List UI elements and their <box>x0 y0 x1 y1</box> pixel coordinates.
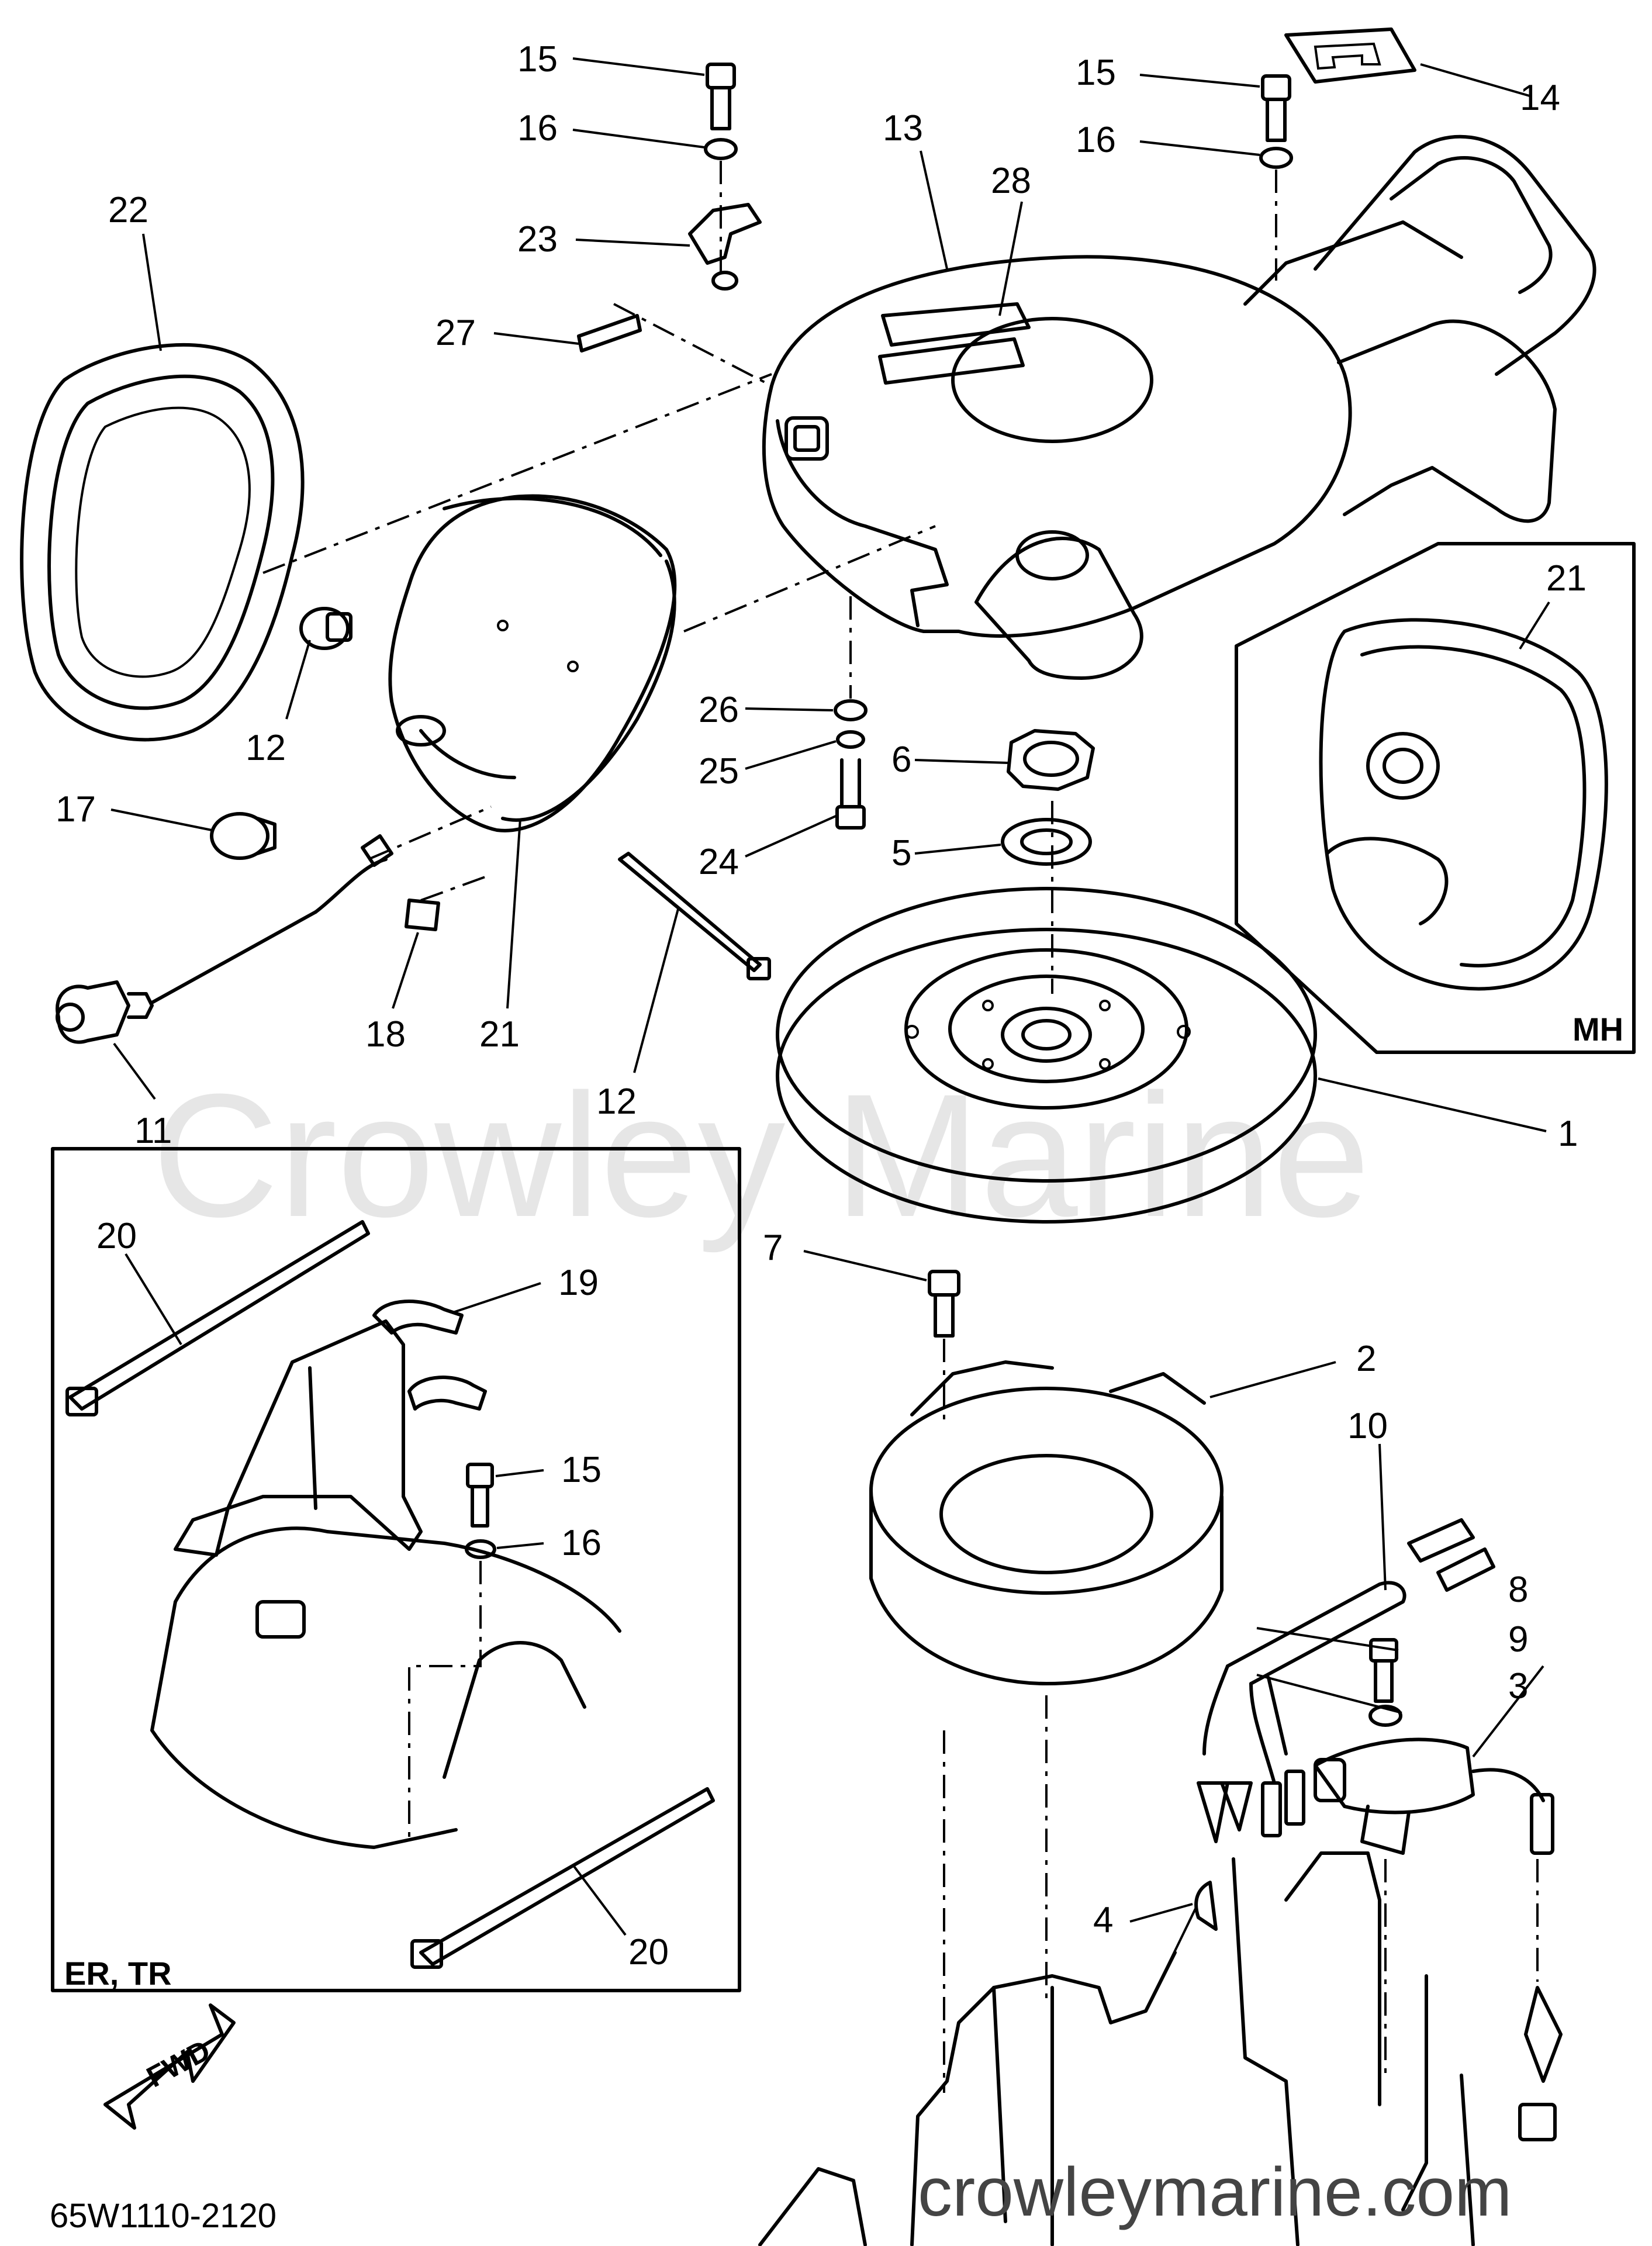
callout-14: 14 <box>1520 78 1560 118</box>
watermark-url: crowleymarine.com <box>918 2154 1512 2231</box>
woodruff-key-4 <box>1194 1881 1218 1931</box>
callout-20: 20 <box>96 1216 137 1256</box>
inset-er-tr: ER, TR <box>51 1147 741 1992</box>
callout-16-inset: 16 <box>561 1523 602 1563</box>
callout-5: 5 <box>891 833 911 873</box>
leader-lines <box>110 57 1550 2012</box>
callout-13: 13 <box>883 108 923 148</box>
callout-2: 2 <box>1356 1339 1376 1379</box>
washer-26 <box>834 699 868 721</box>
callout-15-right: 15 <box>1076 53 1116 93</box>
pulser-coil-3 <box>1314 1737 1563 2141</box>
label-27 <box>577 314 642 353</box>
plug-17 <box>210 812 277 860</box>
rubber-seal-22 <box>20 343 305 742</box>
alignment-lines <box>262 161 1539 2093</box>
inset-mh: MH <box>1235 542 1636 1054</box>
inset-er-tr-label: ER, TR <box>64 1955 172 1992</box>
diagram-code: 65W1110-2120 <box>50 2197 277 2235</box>
thermo-sensor-11 <box>56 834 393 1044</box>
callout-11: 11 <box>134 1111 172 1151</box>
callout-23: 23 <box>517 219 558 260</box>
stator-2 <box>869 1360 1224 1685</box>
callout-15-inset: 15 <box>561 1450 602 1490</box>
callout-21-mh: 21 <box>1546 558 1587 599</box>
callout-27: 27 <box>436 313 476 353</box>
callout-20-lower: 20 <box>628 1932 669 1972</box>
callout-12-tie: 12 <box>596 1081 637 1122</box>
flywheel-cover <box>762 134 1596 680</box>
nut-6 <box>1007 729 1095 791</box>
washer-9 <box>1368 1705 1402 1727</box>
callout-7: 7 <box>763 1228 783 1268</box>
callout-10: 10 <box>1347 1406 1388 1446</box>
callout-15: 15 <box>517 39 558 80</box>
bolt-7 <box>928 1270 960 1338</box>
fwd-label: FWD <box>141 2034 216 2094</box>
flywheel-1 <box>776 887 1317 1224</box>
callout-21: 21 <box>479 1014 520 1055</box>
crankcase <box>758 1851 1475 2246</box>
callout-1: 1 <box>1558 1114 1578 1154</box>
callout-4: 4 <box>1093 1900 1113 1940</box>
fwd-arrow-icon: FWD <box>103 2003 236 2130</box>
callout-19: 19 <box>558 1263 599 1303</box>
watermark-text: Crowley Marine <box>152 1057 1370 1255</box>
wire-harness-10 <box>1197 1518 1495 1843</box>
callout-3: 3 <box>1508 1666 1528 1706</box>
bolt-15-right <box>1259 74 1293 169</box>
label-18 <box>405 899 440 931</box>
cable-tie-12 <box>618 852 771 980</box>
callout-22: 22 <box>108 190 148 230</box>
intake-silencer-21 <box>388 494 677 832</box>
callout-17: 17 <box>56 789 96 830</box>
callout-9: 9 <box>1508 1619 1528 1660</box>
bolt-15-upper <box>704 63 738 160</box>
grommet-12 <box>299 607 352 650</box>
inset-mh-label: MH <box>1572 1011 1623 1048</box>
bolt-24 <box>835 758 866 830</box>
callout-28: 28 <box>991 161 1031 201</box>
cover-plate-14 <box>1284 27 1416 84</box>
callout-26: 26 <box>699 690 739 730</box>
callout-24: 24 <box>699 842 739 882</box>
callouts: 15 16 23 27 22 13 28 15 16 14 21 12 26 6… <box>56 39 1587 1972</box>
callout-6: 6 <box>891 740 911 780</box>
callout-8: 8 <box>1508 1570 1528 1610</box>
callout-25: 25 <box>699 751 739 792</box>
callout-16: 16 <box>517 108 558 148</box>
clamp-23 <box>688 203 762 291</box>
washer-5 <box>1001 818 1092 866</box>
callout-16-right: 16 <box>1076 120 1116 160</box>
callout-12: 12 <box>246 728 286 768</box>
callout-18: 18 <box>365 1014 406 1055</box>
washer-25 <box>836 730 865 749</box>
